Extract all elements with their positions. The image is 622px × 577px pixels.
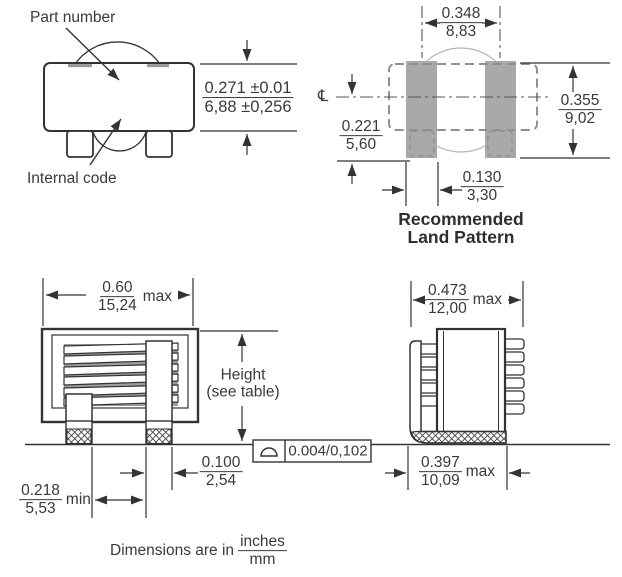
tab-outline-dashed-right (487, 130, 513, 157)
land-pattern-title-line2: Land Pattern (407, 227, 515, 248)
side-body-outline (435, 327, 507, 436)
part-number-leader-arrow (65, 27, 120, 81)
terminal-width-dim-text: 0.100 2,54 (199, 454, 243, 490)
terminal-gap-dim-text: 0.218 5,53 min (19, 482, 91, 518)
part-number-label: Part number (30, 9, 116, 26)
front-width-dim-text: 0.60 15,24 max (97, 279, 173, 315)
terminal-tab-right (145, 130, 173, 158)
winding-turns-left (417, 343, 441, 407)
front-width-dimension (42, 278, 194, 326)
height-dimension (200, 330, 278, 441)
front-view (40, 327, 200, 445)
centerline-symbol: ℄ (318, 88, 329, 105)
land-pattern-title: Recommended Land Pattern (398, 210, 523, 247)
pad-width-dim-text: 0.130 3,30 (460, 169, 504, 205)
tab-outline-dashed-left (409, 130, 435, 157)
side-view (409, 327, 525, 444)
pad-pitch-dim-text: 0.348 8,83 (439, 5, 483, 41)
body-height-dimension (200, 40, 297, 155)
terminal-plating-crosshatch (66, 428, 92, 444)
land-height-dimension (520, 62, 610, 159)
coplanarity-callout (252, 439, 372, 463)
internal-code-leader-arrow (89, 118, 122, 166)
base-width-dim-text: 0.397 10,09 max (418, 454, 496, 490)
terminal-width-dimension (120, 447, 198, 518)
side-width-dimension (410, 281, 524, 327)
height-ref-text: Height (see table) (202, 364, 284, 404)
bottom-wire-arc (92, 131, 147, 152)
body-height-dim-text: 0.271 ±0.01 6,88 ±0,256 (202, 79, 294, 117)
land-pattern-title-line1: Recommended (398, 209, 524, 229)
land-height-dim-text: 0.355 9,02 (556, 92, 604, 128)
centerline-offset-dim-text: 0.221 5,60 (339, 118, 383, 154)
land-pattern-view (336, 6, 552, 158)
coplanarity-value: 0.004/0,102 (288, 442, 368, 460)
terminal-tab-left (66, 130, 94, 158)
centerline-offset-dimension (337, 74, 410, 184)
terminal-plating-crosshatch (146, 428, 172, 444)
side-width-dim-text: 0.473 12,00 max (425, 282, 503, 318)
pad-width-dimension (382, 162, 462, 206)
front-body-inner-wall (51, 334, 189, 409)
terminal-gap-dimension (91, 447, 143, 518)
terminal-plating-crosshatch (410, 430, 507, 444)
top-view (43, 27, 195, 166)
solder-pad-left (406, 61, 437, 158)
internal-code-label: Internal code (27, 170, 117, 187)
base-width-dimension (385, 446, 530, 490)
units-note: Dimensions are in inches mm (110, 533, 287, 569)
top-wire-arc (74, 41, 161, 65)
core-leg-left (65, 393, 93, 423)
surface-profile-icon (260, 447, 278, 457)
core-leg-right (145, 340, 173, 423)
solder-pad-right (485, 61, 516, 158)
